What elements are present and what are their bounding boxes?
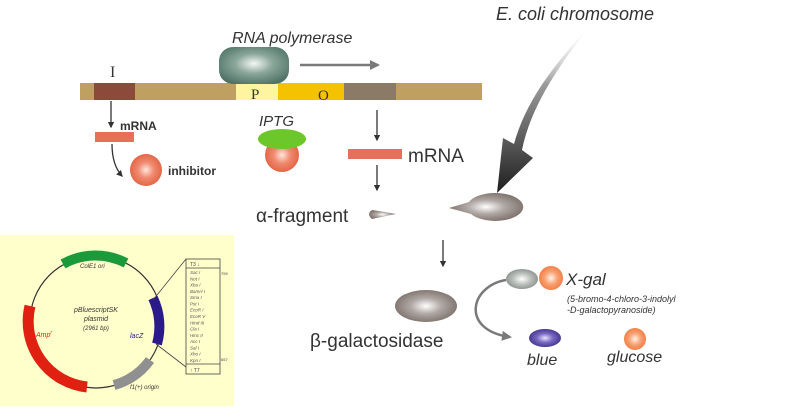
ecoli-chromosome-label: E. coli chromosome [496, 4, 654, 24]
repressor-mrna-bar [95, 132, 134, 142]
repressor-mrna-label: mRNA [120, 119, 157, 133]
amp-feature [22, 304, 88, 393]
inhibitor-protein [130, 154, 162, 186]
xgal-label: X-gal [565, 270, 607, 289]
operator-segment [278, 83, 344, 100]
mcs-site: Xho I [189, 352, 201, 357]
plasmid-name: pBluescriptSK [73, 307, 118, 314]
mcs-site: Acc I [189, 339, 201, 344]
mcs-site: Hind III [190, 320, 205, 325]
mcs-site: BamH I [190, 289, 206, 294]
xgal-fullname-line1: (5-bromo-4-chloro-3-indolyl [567, 294, 677, 304]
mcs-end-coord: 657 [221, 357, 228, 362]
lacz-mrna-label: mRNA [408, 146, 464, 167]
rna-polymerase-shape [219, 47, 289, 84]
plasmid-size: (2961 bp) [83, 326, 109, 332]
mcs-t7-label: ↑ T7 [190, 368, 200, 374]
operon-bar: I P O [80, 64, 482, 104]
chromosome-arrow [497, 26, 590, 193]
beta-gal-label: β-galactosidase [310, 331, 443, 352]
mcs-connector-top [152, 258, 187, 301]
mcs-site: Kpn I [190, 358, 201, 363]
amp-label: Ampr [35, 330, 52, 339]
cole1-ori-feature [60, 250, 129, 269]
xgal-fullname-line2: -D-galactopyranoside) [567, 305, 656, 315]
alpha-fragment-label: α-fragment [256, 206, 349, 227]
mcs-site: Hinc II [190, 333, 204, 338]
mcs-site: Not I [190, 276, 200, 281]
mcs-start-coord: 759 [221, 271, 228, 276]
gene-i-label: I [110, 64, 115, 81]
mcs-site: Sal I [190, 345, 200, 350]
iptg-label: IPTG [259, 113, 294, 130]
omega-fragment-shape [449, 192, 524, 221]
lacz-segment [344, 83, 396, 100]
rna-polymerase-label: RNA polymerase [232, 30, 352, 47]
mcs-site: Cla I [190, 327, 200, 332]
f1-origin-label: f1(+) origin [130, 385, 160, 391]
operator-label: O [318, 88, 329, 104]
lacz-label: lacZ [130, 333, 144, 340]
mcs-box [185, 258, 221, 375]
iptg-molecule [258, 129, 306, 149]
lacz-feature [148, 295, 165, 346]
blue-product [529, 329, 561, 347]
indolyl-moiety [539, 266, 563, 290]
galactose-moiety [506, 269, 538, 289]
promoter-label: P [251, 87, 259, 103]
mcs-site: Sma I [190, 295, 203, 300]
inhibitor-label: inhibitor [168, 164, 216, 178]
lacz-mrna-bar [348, 149, 402, 159]
mcs-t3-label: T3 ↓ [190, 262, 200, 268]
beta-gal-shape [395, 290, 457, 322]
mcs-site: Sac I [190, 270, 201, 275]
cole1-ori-label: ColE1 ori [80, 264, 105, 270]
arrow-to-inhibitor [111, 143, 123, 177]
alpha-fragment-shape [369, 210, 396, 219]
mcs-connector-bottom [155, 343, 187, 368]
f1-origin-feature [112, 356, 155, 390]
blue-label: blue [527, 352, 557, 369]
promoter-segment [236, 83, 278, 100]
mcs-site: EcoR V [190, 314, 206, 319]
gene-i-segment [94, 83, 135, 100]
plasmid-map-panel: ColE1 ori lacZ Ampr f1(+) origin pBluesc… [0, 235, 234, 406]
glucose-label: glucose [607, 349, 662, 366]
mcs-site: EcoR I [190, 308, 204, 313]
glucose-molecule [624, 328, 646, 350]
mcs-site: Xba I [189, 283, 201, 288]
mcs-site: Pst I [190, 301, 200, 306]
plasmid-type: plasmid [83, 316, 109, 323]
hydrolysis-arrow [474, 278, 512, 341]
